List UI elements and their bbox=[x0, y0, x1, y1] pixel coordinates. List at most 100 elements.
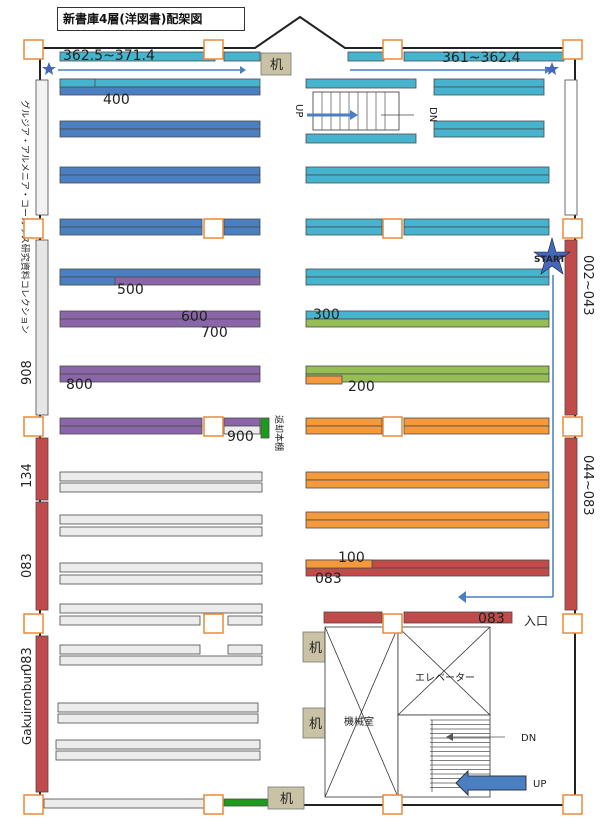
star-top-right bbox=[545, 62, 559, 75]
shelf-l3-top bbox=[59, 166, 261, 176]
shelf-l4a-top bbox=[59, 218, 203, 228]
shelf-r2-top bbox=[433, 78, 545, 88]
pillar-10 bbox=[382, 416, 403, 437]
label-400: 400 bbox=[103, 92, 130, 108]
shelf-r3-top bbox=[433, 120, 545, 130]
pillar-12 bbox=[23, 613, 44, 634]
pillar-5 bbox=[203, 218, 224, 239]
side-label-908: 908 bbox=[20, 360, 35, 385]
lower-up-arrow bbox=[455, 769, 527, 797]
shelf-r2-bottom bbox=[433, 86, 545, 96]
desk-lower-label: 机 bbox=[309, 717, 322, 732]
elevator-label: エレベーター bbox=[415, 672, 475, 684]
label-100: 100 bbox=[338, 550, 365, 566]
gray-shelf-3 bbox=[59, 514, 263, 525]
shelf-r5b-bottom bbox=[403, 226, 550, 236]
label-083-mid: 083 bbox=[315, 571, 342, 587]
elevator-x2 bbox=[397, 626, 491, 716]
pillar-1 bbox=[203, 39, 224, 60]
shelf-r8-bottom bbox=[305, 373, 550, 383]
shelf-l2-bottom bbox=[59, 128, 261, 138]
side-bar-908 bbox=[35, 239, 49, 416]
side-bar-083-b bbox=[35, 635, 49, 793]
machine-room-label: 機械室 bbox=[344, 715, 374, 728]
shelf-r5a-bottom bbox=[305, 226, 383, 236]
label-083-entrance: 083 bbox=[478, 611, 505, 627]
label-200: 200 bbox=[348, 379, 375, 395]
shelf-r11-top bbox=[305, 511, 550, 521]
return-shelf bbox=[260, 417, 270, 439]
shelf-r7-top bbox=[305, 310, 550, 320]
shelf-r8-top bbox=[305, 365, 550, 375]
side-bar-134 bbox=[35, 437, 49, 501]
arrow-top-left-head bbox=[240, 66, 246, 74]
pillar-9 bbox=[203, 416, 224, 437]
gray-shelf-16 bbox=[55, 750, 261, 761]
shelf-l4b-bottom bbox=[223, 226, 261, 236]
pillar-8 bbox=[23, 416, 44, 437]
stair-dn-label: DN bbox=[427, 107, 438, 122]
pillar-0 bbox=[23, 39, 44, 60]
range-top-right: 361~362.4 bbox=[442, 50, 521, 66]
label-700: 700 bbox=[201, 325, 228, 341]
shelf-r3-bottom bbox=[433, 128, 545, 138]
gray-shelf-7 bbox=[59, 603, 263, 614]
gray-shelf-10 bbox=[59, 644, 201, 655]
side-label-134: 134 bbox=[20, 463, 35, 488]
shelf-l8a-bottom bbox=[59, 425, 203, 435]
shelf-l1-accent bbox=[59, 78, 96, 88]
shelf-r4-top bbox=[305, 166, 550, 176]
shelf-r6-top bbox=[305, 268, 550, 278]
start-label: START bbox=[534, 255, 566, 265]
pillar-6 bbox=[382, 218, 403, 239]
shelf-r10-bottom bbox=[305, 479, 550, 489]
side-bar-044-083 bbox=[564, 437, 578, 611]
pillar-18 bbox=[382, 794, 403, 815]
label-900: 900 bbox=[227, 429, 254, 445]
desk-bottom-label: 机 bbox=[280, 792, 293, 807]
side-bar-002-043 bbox=[564, 239, 578, 416]
collection-strip bbox=[35, 79, 49, 216]
route-arrow-head bbox=[458, 591, 466, 603]
start-star bbox=[533, 236, 571, 275]
side-label-044-083: 044~083 bbox=[580, 455, 595, 516]
green-bar-bottom bbox=[223, 798, 269, 807]
lower-up-label: UP bbox=[533, 779, 546, 790]
side-label-083-b: 083 bbox=[20, 647, 35, 672]
shelf-r9a-top bbox=[305, 417, 383, 427]
pillar-2 bbox=[382, 39, 403, 60]
desk-bottom bbox=[267, 786, 305, 810]
gray-shelf-4 bbox=[59, 526, 263, 537]
shelf-top-left-short bbox=[223, 51, 261, 62]
shelf-l5-top bbox=[59, 268, 261, 278]
shelf-l7-top bbox=[59, 365, 261, 375]
gray-shelf-9 bbox=[227, 615, 263, 626]
shelf-l1-bottom bbox=[59, 86, 261, 96]
pillar-11 bbox=[562, 416, 583, 437]
lower-dn-arrow-head bbox=[446, 733, 453, 741]
range-top-left: 362.5~371.4 bbox=[63, 48, 155, 64]
shelf-r8-accent bbox=[305, 375, 343, 385]
shelf-entrance-a bbox=[323, 611, 383, 624]
shelf-r11-bottom bbox=[305, 519, 550, 529]
shelf-r7-bottom bbox=[305, 318, 550, 328]
page-title: 新書庫4層(洋図書)配架図 bbox=[57, 7, 245, 31]
pillar-14 bbox=[382, 613, 403, 634]
return-shelf-label: 返却本棚 bbox=[273, 415, 285, 451]
gray-shelf-bottom bbox=[43, 798, 205, 809]
shelf-l4a-bottom bbox=[59, 226, 203, 236]
lower-dn-label: DN bbox=[521, 733, 536, 744]
shelf-l8b-bottom bbox=[223, 425, 261, 435]
gray-shelf-13 bbox=[57, 702, 259, 713]
desk-top-label: 机 bbox=[270, 58, 283, 73]
shelf-r9b-top bbox=[403, 417, 550, 427]
pillar-16 bbox=[23, 794, 44, 815]
stair-up-arrow-head bbox=[350, 110, 358, 120]
shelf-r6-bottom bbox=[305, 276, 550, 286]
side-label-083-a: 083 bbox=[20, 553, 35, 578]
shelf-l4b-top bbox=[223, 218, 261, 228]
gray-shelf-6 bbox=[59, 574, 263, 585]
shelf-l6-bottom bbox=[59, 318, 261, 328]
